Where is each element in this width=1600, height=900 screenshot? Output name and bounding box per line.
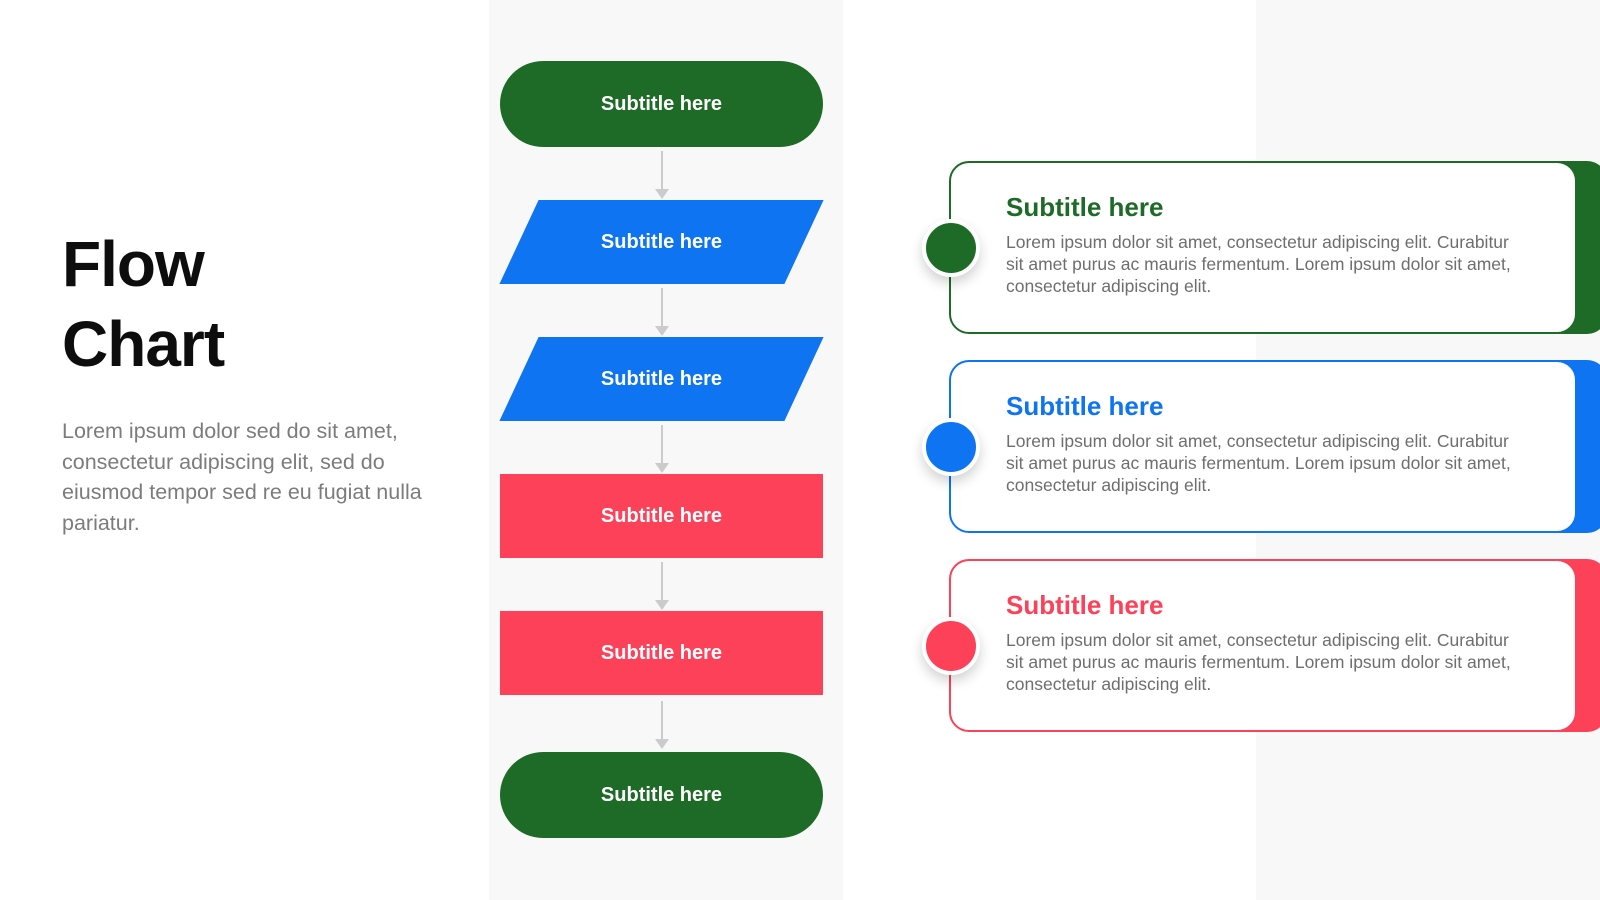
flow-node-end: Subtitle here	[500, 752, 823, 838]
arrow-down-icon	[654, 151, 670, 199]
bullet-circle-icon	[922, 218, 980, 277]
flow-node-label: Subtitle here	[600, 367, 723, 390]
card-body: Lorem ipsum dolor sit amet, consectetur …	[1006, 232, 1511, 296]
detail-card-blue: Subtitle here Lorem ipsum dolor sit amet…	[922, 360, 1577, 533]
flow-node-start: Subtitle here	[500, 61, 823, 147]
flow-node-label: Subtitle here	[600, 504, 723, 527]
intro-description: Lorem ipsum dolor sed do sit amet, conse…	[62, 419, 422, 535]
detail-card-red: Subtitle here Lorem ipsum dolor sit amet…	[922, 559, 1577, 732]
card-title: Subtitle here	[1006, 590, 1164, 620]
intro-section: Flow Chart Lorem ipsum dolor sed do sit …	[62, 224, 462, 538]
flow-node-process-2: Subtitle here	[500, 611, 823, 695]
page-title-line-2: Chart	[62, 308, 225, 380]
arrow-down-icon	[654, 701, 670, 749]
card-body: Lorem ipsum dolor sit amet, consectetur …	[1006, 431, 1511, 495]
arrow-down-icon	[654, 562, 670, 610]
flow-node-input-2: Subtitle here	[500, 337, 823, 421]
arrow-down-icon	[654, 425, 670, 473]
flowchart-panel-background	[489, 0, 843, 900]
bullet-circle-icon	[922, 616, 980, 675]
page-title-line-1: Flow	[62, 228, 205, 300]
flow-node-label: Subtitle here	[600, 641, 723, 664]
flow-node-label: Subtitle here	[600, 783, 723, 806]
flow-node-label: Subtitle here	[600, 92, 723, 115]
bullet-circle-icon	[922, 417, 980, 476]
flow-node-input-1: Subtitle here	[500, 200, 823, 284]
page-title: Flow Chart	[62, 224, 462, 384]
card-body: Lorem ipsum dolor sit amet, consectetur …	[1006, 630, 1511, 694]
card-title: Subtitle here	[1006, 391, 1164, 421]
flow-node-label: Subtitle here	[600, 230, 723, 253]
arrow-down-icon	[654, 288, 670, 336]
detail-card-green: Subtitle here Lorem ipsum dolor sit amet…	[922, 161, 1577, 334]
flow-node-process-1: Subtitle here	[500, 474, 823, 558]
card-title: Subtitle here	[1006, 192, 1164, 222]
